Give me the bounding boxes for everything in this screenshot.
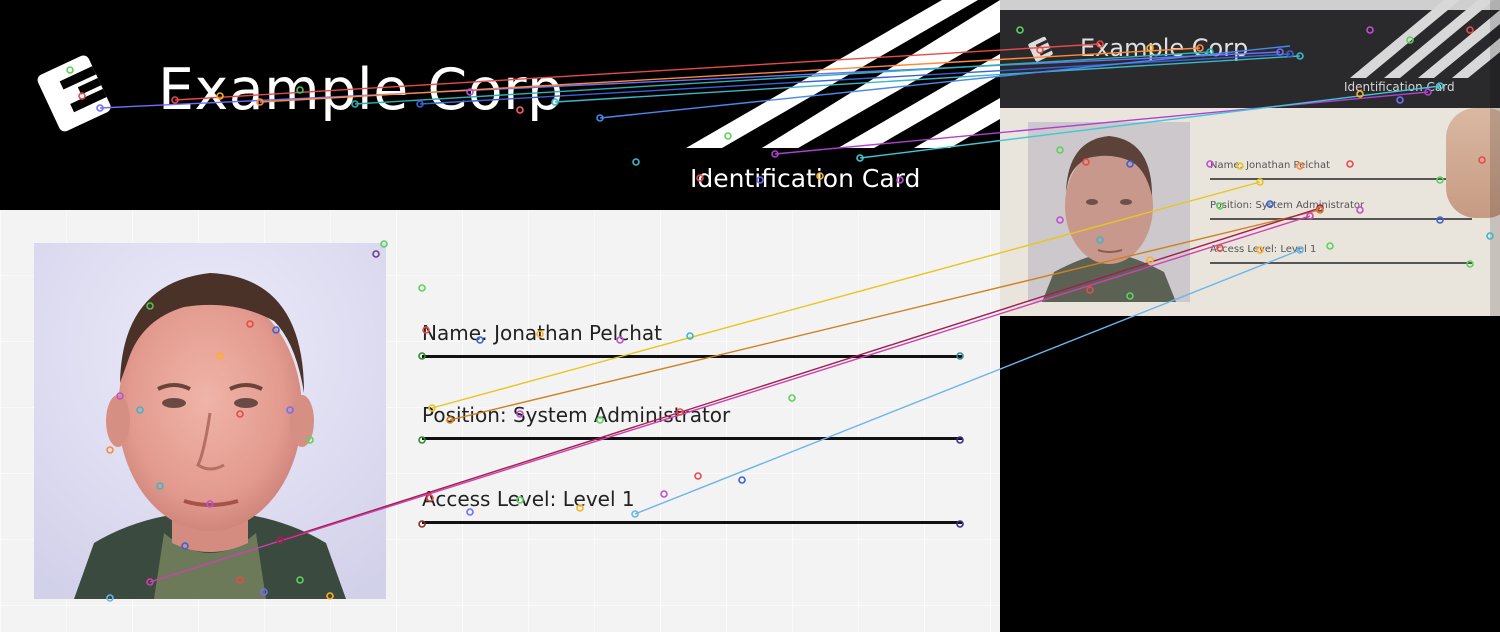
photo-card-portrait xyxy=(1028,122,1190,302)
access-level-label: Access Level: xyxy=(422,487,557,511)
photo-card-position-label: Position: xyxy=(1210,200,1253,211)
photo-card-logo-icon xyxy=(1028,36,1053,62)
card-header: Example Corp Identification Card xyxy=(0,0,1000,210)
photo-card-company-name: Example Corp xyxy=(1080,34,1249,62)
photo-card-subtitle: Identification Card xyxy=(1344,80,1455,94)
access-level-field: Access Level: Level 1 xyxy=(422,487,962,527)
photo-card-name-underline xyxy=(1210,178,1472,180)
card-subtitle: Identification Card xyxy=(690,164,921,193)
position-field: Position: System Administrator xyxy=(422,403,962,443)
photo-card-name-field: Name: Jonathan Pelchat xyxy=(1210,160,1480,180)
photo-card-top-strip xyxy=(1000,0,1500,10)
photo-card-position-text: Position: System Administrator xyxy=(1210,200,1364,211)
photo-card-access-field: Access Level: Level 1 xyxy=(1210,244,1480,264)
portrait-photo xyxy=(34,243,386,599)
name-label: Name: xyxy=(422,321,488,345)
position-field-text: Position: System Administrator xyxy=(422,403,730,427)
photo-card-position-underline xyxy=(1210,218,1472,220)
photo-card-position-value: System Administrator xyxy=(1255,200,1365,211)
position-value: System Administrator xyxy=(512,403,731,427)
name-field-text: Name: Jonathan Pelchat xyxy=(422,321,662,345)
photo-card-access-label: Access Level: xyxy=(1210,244,1278,255)
photo-card-name-value: Jonathan Pelchat xyxy=(1246,160,1330,171)
photo-card-edge-shadow xyxy=(1490,0,1500,316)
photo-card-access-text: Access Level: Level 1 xyxy=(1210,244,1316,255)
access-level-underline xyxy=(422,521,962,524)
access-level-field-text: Access Level: Level 1 xyxy=(422,487,635,511)
photo-card-name-text: Name: Jonathan Pelchat xyxy=(1210,160,1330,171)
position-underline xyxy=(422,437,962,440)
photo-card-header: Example Corp Identification Card xyxy=(1000,0,1500,108)
photo-card-access-value: Level 1 xyxy=(1280,244,1317,255)
photo-card-access-underline xyxy=(1210,262,1472,264)
photo-card-stripes xyxy=(1350,0,1500,78)
holding-thumb xyxy=(1446,108,1500,218)
logo-e-icon xyxy=(37,55,111,132)
name-underline xyxy=(422,355,962,358)
name-value: Jonathan Pelchat xyxy=(494,321,662,345)
photographed-id-card: Example Corp Identification Card Name: J… xyxy=(1000,0,1500,316)
id-card-template: Example Corp Identification Card xyxy=(0,0,1000,632)
access-level-value: Level 1 xyxy=(562,487,635,511)
photo-card-position-field: Position: System Administrator xyxy=(1210,200,1480,220)
photo-card-name-label: Name: xyxy=(1210,160,1243,171)
position-label: Position: xyxy=(422,403,507,427)
name-field: Name: Jonathan Pelchat xyxy=(422,321,962,361)
company-name: Example Corp xyxy=(158,57,564,123)
